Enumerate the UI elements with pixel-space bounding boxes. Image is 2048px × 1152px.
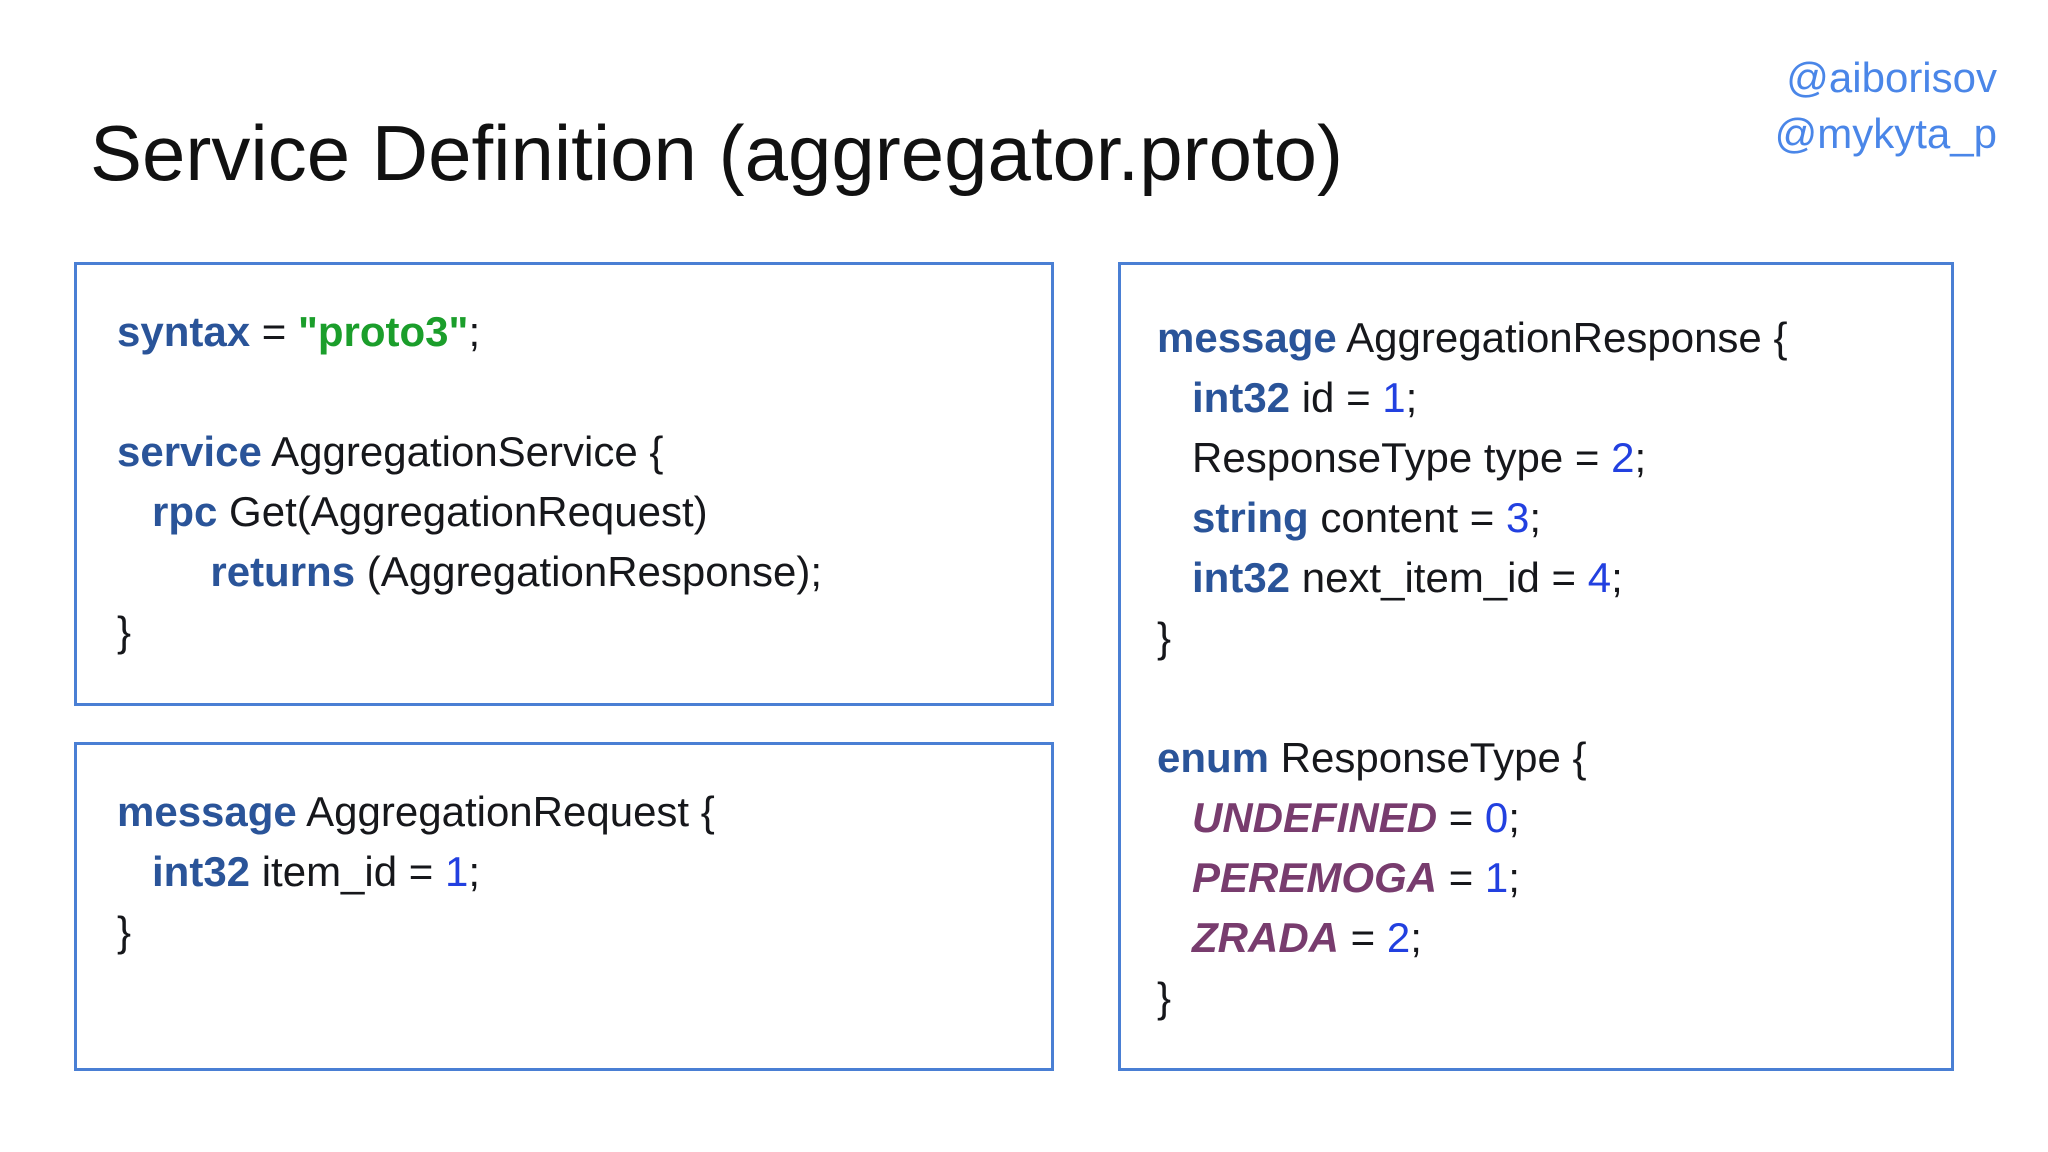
code-line: string content = 3;	[1157, 488, 1931, 548]
code-line: enum ResponseType {	[1157, 728, 1931, 788]
code-token-pl	[1157, 914, 1192, 961]
code-token-kw: int32	[1192, 374, 1291, 421]
code-line: PEREMOGA = 1;	[1157, 848, 1931, 908]
code-token-pl: (AggregationResponse);	[355, 548, 823, 595]
code-token-pl: next_item_id =	[1290, 554, 1588, 601]
code-line: int32 item_id = 1;	[117, 842, 1031, 902]
code-token-pl: }	[1157, 614, 1172, 661]
code-token-pl	[1157, 794, 1192, 841]
code-token-pl	[117, 488, 152, 535]
code-token-pl: id =	[1290, 374, 1383, 421]
author-handle: @aiborisov	[1786, 54, 1997, 101]
code-token-pl: ;	[1611, 554, 1623, 601]
code-line: rpc Get(AggregationRequest)	[117, 482, 1031, 542]
code-box-aggregation-request: message AggregationRequest { int32 item_…	[74, 742, 1054, 1071]
code-token-kw: service	[117, 428, 262, 475]
author-handle: @mykyta_p	[1774, 110, 1997, 157]
code-token-num: 2	[1611, 434, 1635, 481]
code-block: syntax = "proto3"; service AggregationSe…	[117, 302, 1031, 662]
code-token-pl: AggregationRequest {	[296, 788, 715, 835]
code-token-kw: enum	[1157, 734, 1270, 781]
code-line: message AggregationRequest {	[117, 782, 1031, 842]
code-token-pl: }	[1157, 974, 1172, 1021]
code-token-num: 1	[1484, 854, 1509, 901]
code-token-pl: ;	[1405, 374, 1418, 421]
code-token-pl: Get(AggregationRequest)	[217, 488, 708, 535]
code-token-str: "proto3"	[297, 308, 469, 355]
code-token-kw: message	[1157, 314, 1337, 361]
code-token-pl	[1157, 374, 1192, 421]
code-line: }	[1157, 968, 1931, 1028]
code-line: syntax = "proto3";	[117, 302, 1031, 362]
code-token-pl	[1157, 554, 1192, 601]
code-line: message AggregationResponse {	[1157, 308, 1931, 368]
code-line: int32 next_item_id = 4;	[1157, 548, 1931, 608]
code-token-pl	[1157, 854, 1192, 901]
code-token-pl: ;	[1634, 434, 1647, 481]
code-token-pl: AggregationService {	[261, 428, 664, 475]
page-title: Service Definition (aggregator.proto)	[90, 109, 1343, 197]
code-token-kw: message	[117, 788, 297, 835]
code-block: message AggregationResponse { int32 id =…	[1157, 308, 1931, 1028]
code-token-pl: }	[117, 908, 132, 955]
code-block: message AggregationRequest { int32 item_…	[117, 782, 1031, 962]
code-token-pl: item_id =	[250, 848, 445, 895]
code-token-pl: }	[117, 608, 132, 655]
code-token-kw: rpc	[152, 488, 218, 535]
code-token-num: 4	[1587, 554, 1612, 601]
code-token-pl	[117, 548, 210, 595]
code-line	[117, 362, 1031, 422]
code-token-pl: ;	[1410, 914, 1422, 961]
code-token-pl	[117, 848, 152, 895]
code-box-syntax-service: syntax = "proto3"; service AggregationSe…	[74, 262, 1054, 706]
code-line: returns (AggregationResponse);	[117, 542, 1031, 602]
code-token-kw: int32	[152, 848, 251, 895]
code-line	[1157, 668, 1931, 728]
author-handles: @aiborisov @mykyta_p	[1775, 50, 1997, 162]
code-token-num: 2	[1386, 914, 1411, 961]
code-token-pl: ;	[1508, 794, 1520, 841]
code-token-pl: =	[1437, 794, 1485, 841]
code-token-kw: int32	[1192, 554, 1291, 601]
code-token-num: 3	[1506, 494, 1530, 541]
code-token-num: 1	[1382, 374, 1406, 421]
code-token-pl: ResponseType {	[1269, 734, 1587, 781]
code-token-en: UNDEFINED	[1192, 794, 1438, 841]
code-token-kw: returns	[210, 548, 356, 595]
code-line: }	[1157, 608, 1931, 668]
code-token-pl: =	[1339, 914, 1387, 961]
code-box-aggregation-response-enum: message AggregationResponse { int32 id =…	[1118, 262, 1954, 1071]
code-token-pl: =	[1437, 854, 1485, 901]
code-line: }	[117, 602, 1031, 662]
code-line: int32 id = 1;	[1157, 368, 1931, 428]
code-line: ResponseType type = 2;	[1157, 428, 1931, 488]
code-token-pl: ;	[468, 848, 481, 895]
code-token-pl: ResponseType type =	[1157, 434, 1612, 481]
code-line: ZRADA = 2;	[1157, 908, 1931, 968]
code-token-pl: ;	[1529, 494, 1542, 541]
code-line: UNDEFINED = 0;	[1157, 788, 1931, 848]
code-token-en: ZRADA	[1192, 914, 1339, 961]
code-token-num: 1	[444, 848, 469, 895]
code-token-num: 0	[1484, 794, 1509, 841]
code-token-pl: ;	[1508, 854, 1520, 901]
code-token-pl: AggregationResponse {	[1336, 314, 1788, 361]
code-token-kw: syntax	[117, 308, 251, 355]
code-line: }	[117, 902, 1031, 962]
code-token-pl: content =	[1308, 494, 1506, 541]
code-token-en: PEREMOGA	[1192, 854, 1438, 901]
code-token-kw: string	[1192, 494, 1309, 541]
code-token-pl: ;	[468, 308, 481, 355]
code-token-pl	[1157, 494, 1192, 541]
code-token-pl: =	[250, 308, 298, 355]
code-line: service AggregationService {	[117, 422, 1031, 482]
